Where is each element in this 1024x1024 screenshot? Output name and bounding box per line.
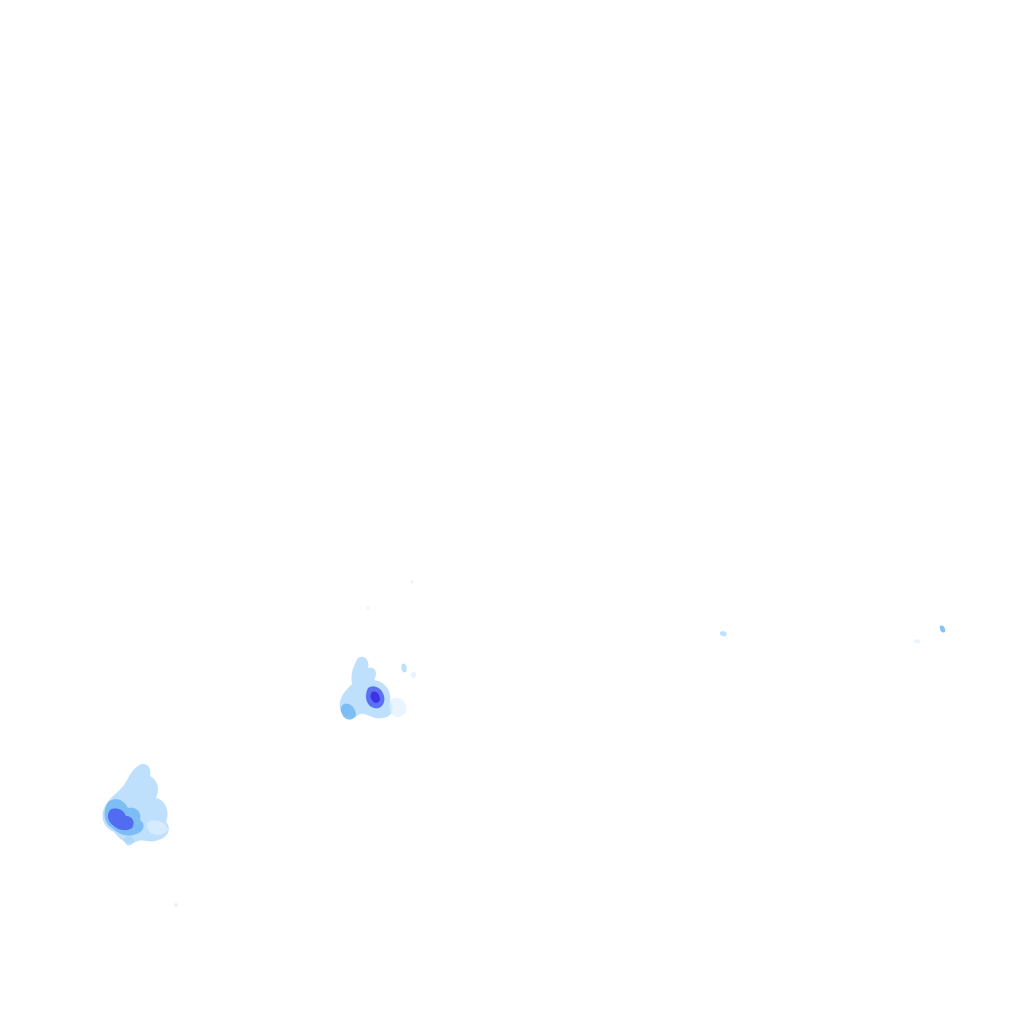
precip-speckles-east bbox=[719, 625, 946, 644]
precip-echo-light-fragment bbox=[389, 697, 407, 718]
precip-echo-speck bbox=[174, 903, 178, 907]
precip-cell-central bbox=[339, 656, 417, 720]
precip-echo-speck bbox=[410, 580, 414, 584]
precip-echo-light-fragment bbox=[410, 671, 417, 678]
precip-echo-light-fragment bbox=[401, 663, 407, 673]
precip-echo-very-strong bbox=[370, 691, 380, 703]
precip-echo-light-fragment bbox=[124, 835, 134, 846]
precip-specks-faint bbox=[174, 580, 414, 907]
precip-echo-speckle bbox=[913, 639, 921, 644]
precip-echo-speckle bbox=[719, 631, 727, 637]
precip-cell-southwest bbox=[102, 763, 169, 846]
precip-echo-speck bbox=[366, 606, 370, 610]
precip-echo-medium bbox=[340, 703, 356, 720]
precip-echo-light-fragment bbox=[146, 820, 168, 835]
precip-echo-speckle bbox=[939, 625, 946, 633]
precip-echo-strong bbox=[107, 808, 134, 831]
